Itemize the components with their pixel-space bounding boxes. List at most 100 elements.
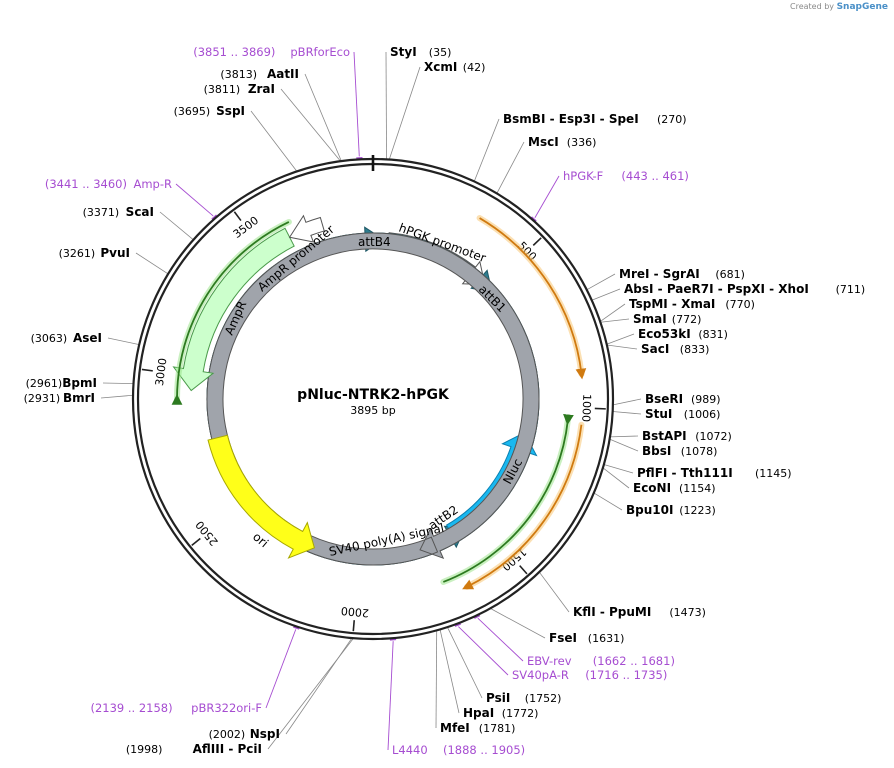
site-bseri[interactable]: BseRI(989) <box>645 392 721 406</box>
primer-l4440[interactable]: L4440(1888 .. 1905) <box>392 743 525 757</box>
site-aatii[interactable]: AatII(3813) <box>220 67 299 81</box>
site-position: (772) <box>672 313 702 326</box>
site-mfei[interactable]: MfeI(1781) <box>440 721 515 735</box>
site-pflfi-tth111i[interactable]: PflFI - Tth111I(1145) <box>637 466 792 480</box>
site-nspi[interactable]: NspI(2002) <box>209 727 280 741</box>
primer-name: pBRforEco <box>290 45 350 59</box>
site-position: (3261) <box>59 247 96 260</box>
site-stui[interactable]: StuI (1006) <box>645 407 720 421</box>
site-name: KflI - PpuMI <box>573 605 651 619</box>
site-position: (1072) <box>695 430 732 443</box>
primer-pbr322ori-f[interactable]: pBR322ori-F(2139 .. 2158) <box>90 701 262 715</box>
site-position: (833) <box>680 343 710 356</box>
primer-ebv-rev[interactable]: EBV-rev(1662 .. 1681) <box>527 654 675 668</box>
site-name: AbsI - PaeR7I - PspXI - XhoI <box>624 282 809 296</box>
site-bsmbi-esp3i-spei[interactable]: BsmBI - Esp3I - SpeI(270) <box>503 112 687 126</box>
site-eco53ki[interactable]: Eco53kI (831) <box>638 327 728 341</box>
site-leader <box>100 394 134 399</box>
site-leader <box>473 118 500 182</box>
site-position: (711) <box>836 283 866 296</box>
site-position: (1473) <box>669 606 706 619</box>
site-tspmi-xmai[interactable]: TspMI - XmaI(770) <box>629 297 755 311</box>
primer-amp-r[interactable]: Amp-R(3441 .. 3460) <box>45 177 172 191</box>
site-sspi[interactable]: SspI(3695) <box>174 104 245 118</box>
created-by-text: Created by <box>790 2 835 11</box>
site-leader <box>593 492 623 511</box>
site-leader <box>609 438 639 452</box>
site-leader <box>490 608 546 639</box>
site-econi[interactable]: EcoNI(1154) <box>633 481 716 495</box>
primer-pbrforeco[interactable]: pBRforEco (3851 .. 3869) <box>193 45 350 59</box>
primer-sv40pa-r[interactable]: SV40pA-R(1716 .. 1735) <box>512 668 667 682</box>
primer-leader <box>353 51 360 157</box>
site-xcmi[interactable]: XcmI(42) <box>424 60 485 74</box>
site-scai[interactable]: ScaI(3371) <box>83 205 154 219</box>
site-name: PvuI <box>100 246 130 260</box>
site-msci[interactable]: MscI(336) <box>528 135 596 149</box>
primer-name: pBR322ori-F <box>191 701 262 715</box>
site-leader <box>612 411 642 415</box>
site-name: AflIII - PciI <box>193 742 262 756</box>
tick-mark <box>532 237 542 246</box>
tick-mark <box>191 537 201 547</box>
site-kfli-ppumi[interactable]: KflI - PpuMI (1473) <box>573 605 706 619</box>
site-leader <box>267 637 354 750</box>
site-mrei-sgrai[interactable]: MreI - SgrAI(681) <box>619 267 745 281</box>
site-zrai[interactable]: ZraI(3811) <box>204 82 275 96</box>
primer-leader <box>477 617 524 662</box>
ampr-arrow <box>172 227 295 392</box>
site-fsei[interactable]: FseI(1631) <box>549 631 624 645</box>
site-name: Bpu10I <box>626 503 673 517</box>
primer-name: hPGK-F <box>563 169 603 183</box>
site-position: (270) <box>657 113 687 126</box>
site-leader <box>388 66 421 160</box>
site-name: StuI <box>645 407 672 421</box>
site-position: (831) <box>698 328 728 341</box>
site-psii[interactable]: PsiI(1752) <box>486 691 561 705</box>
primer-leader <box>458 626 509 676</box>
site-hpai[interactable]: HpaI(1772) <box>463 706 538 720</box>
site-leader <box>159 211 194 241</box>
site-bstapi[interactable]: BstAPI (1072) <box>642 429 732 443</box>
site-bmri[interactable]: BmrI(2931) <box>24 391 95 405</box>
site-position: (3063) <box>31 332 68 345</box>
site-pvui[interactable]: PvuI (3261) <box>59 246 130 260</box>
site-name: BbsI <box>642 444 671 458</box>
site-name: AseI <box>73 331 102 345</box>
site-position: (3371) <box>83 206 120 219</box>
tick-label: 3500 <box>231 214 261 241</box>
site-asei[interactable]: AseI (3063) <box>31 331 102 345</box>
site-name: Eco53kI <box>638 327 691 341</box>
primer-leader <box>175 183 214 217</box>
site-leader <box>606 333 635 345</box>
site-saci[interactable]: SacI(833) <box>641 342 709 356</box>
primer-range: (3851 .. 3869) <box>193 45 275 59</box>
site-position: (2002) <box>209 728 246 741</box>
site-leader <box>447 626 483 699</box>
site-leader <box>602 467 630 489</box>
site-position: (681) <box>715 268 745 281</box>
tick-mark <box>141 368 153 372</box>
orange-orf-2 <box>462 424 583 590</box>
primer-name: EBV-rev <box>527 654 572 668</box>
site-absi-paer7i-pspxi-xhoi[interactable]: AbsI - PaeR7I - PspXI - XhoI (711) <box>624 282 865 296</box>
site-afliii-pcii[interactable]: AflIII - PciI(1998) <box>126 742 262 756</box>
site-name: BstAPI <box>642 429 687 443</box>
site-leader <box>496 141 525 194</box>
primer-hpgk-f[interactable]: hPGK-F(443 .. 461) <box>563 169 689 183</box>
site-name: TspMI - XmaI <box>629 297 715 311</box>
site-bpmi[interactable]: BpmI(2961) <box>26 376 97 390</box>
site-position: (1078) <box>681 445 718 458</box>
site-bpu10i[interactable]: Bpu10I(1223) <box>626 503 716 517</box>
site-position: (1006) <box>684 408 721 421</box>
tick-mark <box>233 211 242 222</box>
site-position: (3813) <box>220 68 257 81</box>
site-styi[interactable]: StyI(35) <box>390 45 451 59</box>
site-position: (989) <box>691 393 721 406</box>
site-leader <box>600 318 630 323</box>
feature-arrows <box>171 214 587 590</box>
site-position: (3811) <box>204 83 241 96</box>
site-leader <box>250 110 298 172</box>
site-bbsi[interactable]: BbsI (1078) <box>642 444 717 458</box>
site-smai[interactable]: SmaI(772) <box>633 312 701 326</box>
